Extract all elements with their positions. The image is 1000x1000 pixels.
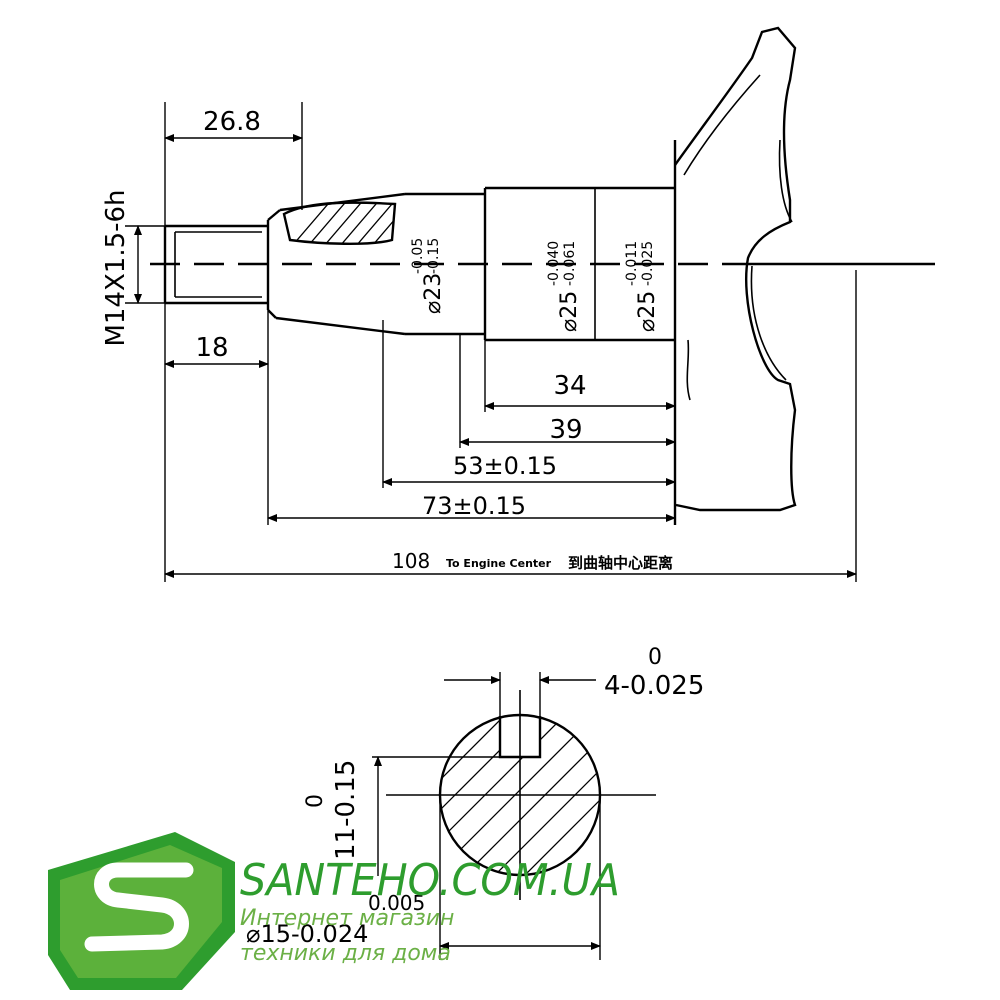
key-width-upper: 0 <box>648 645 662 670</box>
dim-d25a-main: ⌀25 <box>557 291 582 332</box>
dim-d25b-lower: -0.025 <box>640 241 656 286</box>
dim-18-label: 18 <box>195 333 228 363</box>
shaft-body <box>405 140 677 525</box>
dim-53-label: 53±0.15 <box>453 452 557 480</box>
logo-tagline-1: Интернет магазин <box>240 906 454 931</box>
logo-s-icon <box>84 862 194 952</box>
dimension-26-8: 26.8 <box>164 102 303 226</box>
dim-d23-lower: -0.15 <box>426 238 442 274</box>
dim-39-label: 39 <box>549 415 582 445</box>
dim-diameter-23: ⌀23 -0.05 -0.15 <box>410 238 446 314</box>
santeho-logo: SANTEHO.COM.UA Интернет магазин техники … <box>48 832 620 990</box>
dim-d25a-lower: -0.061 <box>562 241 578 286</box>
dim-108-label: 108 <box>392 549 430 573</box>
logo-site-name: SANTEHO.COM.UA <box>240 855 620 906</box>
dimension-34: 34 <box>484 340 676 412</box>
dia-partial-upper: 0.005 <box>368 891 425 915</box>
dim-diameter-25-b: ⌀25 -0.011 -0.025 <box>624 241 660 332</box>
dia-partial-main: ⌀15-0.024 <box>246 920 368 948</box>
dim-thread-spec-label: M14X1.5-6h <box>101 189 131 346</box>
dim-d23-main: ⌀23 <box>421 273 446 314</box>
dimension-53: 53±0.15 <box>382 320 676 488</box>
dim-108-note-en: To Engine Center <box>446 557 552 570</box>
key-width-main: 4-0.025 <box>604 671 704 701</box>
dim-d25a-upper: -0.040 <box>546 241 562 286</box>
height-upper: 0 <box>303 794 328 808</box>
crank-web <box>674 26 797 512</box>
dim-73-label: 73±0.15 <box>422 492 526 520</box>
dim-d25b-upper: -0.011 <box>624 241 640 286</box>
dim-34-label: 34 <box>553 371 586 401</box>
height-main: 11-0.15 <box>331 760 361 860</box>
dim-d25b-main: ⌀25 <box>635 291 660 332</box>
dimension-39: 39 <box>459 334 676 448</box>
dimension-108: 108 To Engine Center 到曲轴中心距离 <box>164 270 857 582</box>
dimension-73: 73±0.15 <box>267 492 676 522</box>
dim-d23-upper: -0.05 <box>410 238 426 274</box>
keyway-hatch <box>284 202 395 244</box>
logo-tagline-2: техники для дома <box>240 941 451 966</box>
threaded-end <box>163 220 270 310</box>
dim-108-note-cn: 到曲轴中心距离 <box>568 554 673 572</box>
dim-diameter-25-a: ⌀25 -0.040 -0.061 <box>546 241 582 332</box>
dim-26-8-label: 26.8 <box>203 107 261 137</box>
dimension-thread-spec: M14X1.5-6h <box>101 189 165 347</box>
dimension-18: 18 <box>164 303 269 582</box>
shaft-side-view: 26.8 M14X1.5-6h 18 ⌀23 -0.05 -0.15 ⌀25 -… <box>101 26 935 582</box>
